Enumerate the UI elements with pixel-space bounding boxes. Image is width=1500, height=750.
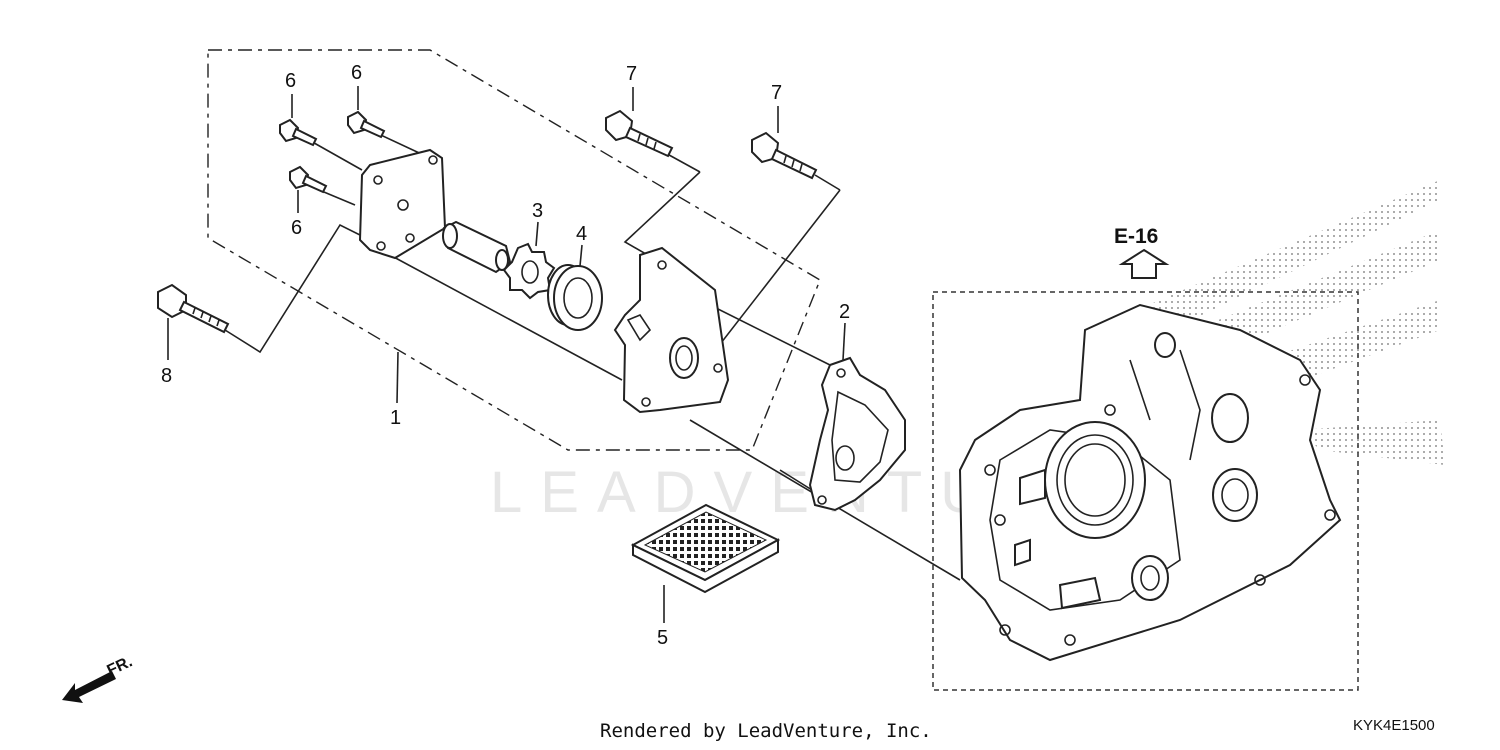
crankcase-box [932, 291, 1359, 691]
inner-rotor-3[interactable] [502, 242, 556, 300]
callout-7: 7 [626, 63, 637, 85]
bolt-6a[interactable] [279, 118, 318, 147]
callout-6: 6 [351, 62, 362, 84]
bolt-7b[interactable] [751, 131, 818, 180]
callout-3: 3 [532, 200, 543, 222]
reference-label: E-16 [1114, 225, 1158, 248]
outer-rotor-4[interactable] [547, 264, 603, 331]
callout-7: 7 [771, 82, 782, 104]
rendered-by-credit: Rendered by LeadVenture, Inc. [600, 720, 932, 742]
reference-arrow[interactable]: E-16 [1114, 225, 1170, 279]
pump-body[interactable] [613, 246, 730, 414]
callout-6: 6 [285, 70, 296, 92]
oil-strainer-5[interactable] [630, 503, 781, 594]
callout-1: 1 [390, 407, 401, 429]
callout-8: 8 [161, 365, 172, 387]
crankcase[interactable] [958, 303, 1342, 662]
bolt-7a[interactable] [605, 109, 674, 158]
callout-5: 5 [657, 627, 668, 649]
front-direction-indicator: FR. [62, 653, 135, 703]
assembly-outline [207, 49, 821, 451]
bolt-6b[interactable] [347, 110, 386, 139]
pump-shaft[interactable] [442, 220, 512, 274]
callout-4: 4 [576, 223, 587, 245]
gasket-2[interactable] [808, 356, 906, 512]
bolt-6c[interactable] [289, 165, 328, 194]
callout-2: 2 [839, 301, 850, 323]
flange-bolt-8[interactable] [157, 283, 230, 334]
callout-6: 6 [291, 217, 302, 239]
front-direction-label: FR. [105, 653, 136, 679]
pump-cover[interactable] [358, 148, 447, 260]
callout-leaders [167, 86, 846, 623]
diagram-code: KYK4E1500 [1353, 717, 1435, 734]
